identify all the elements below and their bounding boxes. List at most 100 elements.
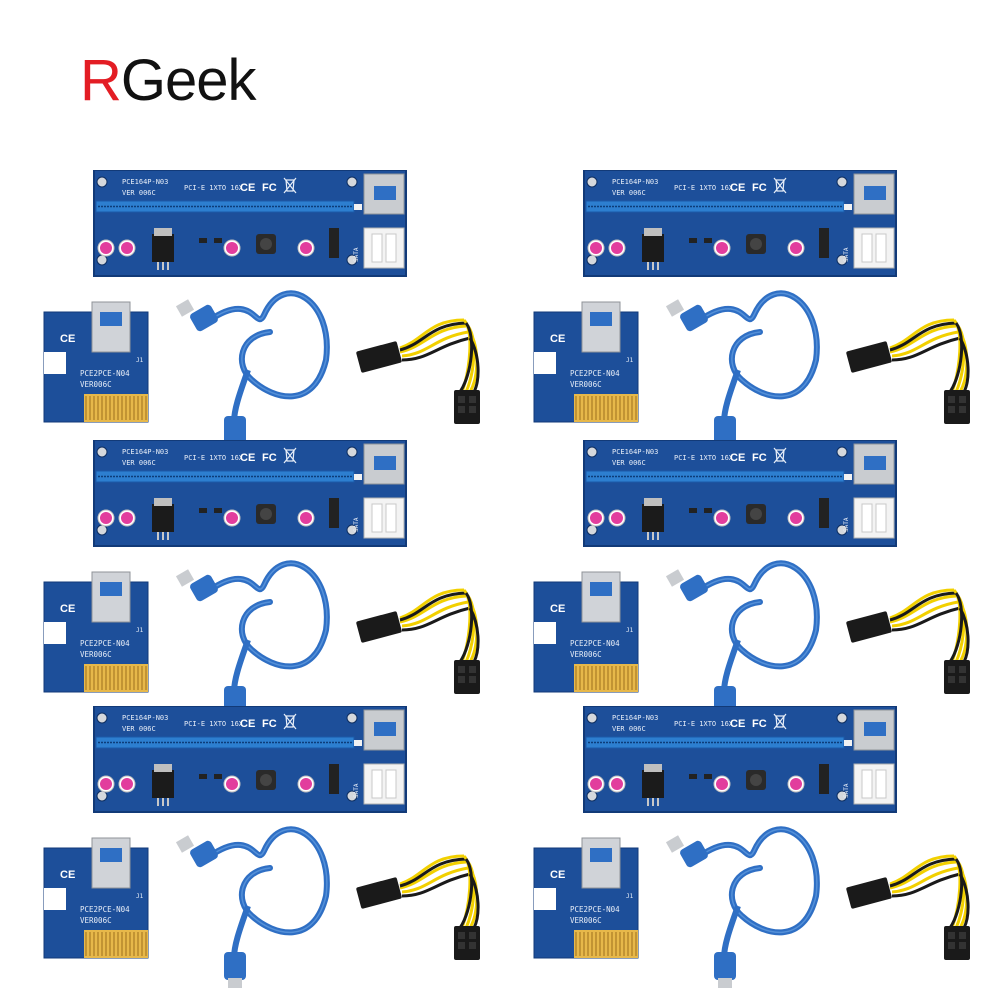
sata-power-plug: [846, 877, 892, 909]
sata-to-6pin-cable: [356, 588, 480, 694]
sata-to-6pin-cable: [356, 318, 480, 424]
pcie-6pin-plug: [454, 660, 480, 694]
board-version-label: VER 006C: [612, 189, 646, 197]
riser-kit-illustration: PCE164P-N03 VER 006C PCI-E 1XTO 16X CE F…: [43, 440, 480, 722]
adapter-j-label: J1: [136, 357, 144, 364]
usb-plug-a: [190, 840, 218, 868]
voltage-regulator: [152, 770, 174, 798]
gold-finger-contacts: [84, 664, 148, 692]
adapter-version-label: VER006C: [80, 380, 112, 389]
capacitor-group: [97, 239, 315, 257]
usb-plug-a: [680, 840, 708, 868]
sata-to-6pin-cable: [356, 854, 480, 960]
riser-kit-5: PCE164P-N03 VER 006C PCI-E 1XTO 16X CE F…: [34, 706, 514, 990]
adapter-model-label: PCE2PCE-N04: [570, 369, 620, 378]
adapter-model-label: PCE2PCE-N04: [80, 905, 130, 914]
riser-kit-illustration: PCE164P-N03 VER 006C PCI-E 1XTO 16X CE F…: [533, 706, 970, 988]
pcie-x1-adapter: CE J1 PCE2PCE-N04 VER006C: [533, 301, 639, 423]
adapter-version-label: VER006C: [570, 650, 602, 659]
pcie-6pin-plug: [944, 926, 970, 960]
board-model-label: PCE164P-N03: [122, 448, 168, 456]
riser-board: PCE164P-N03 VER 006C PCI-E 1XTO 16X CE F…: [583, 706, 897, 813]
brand-logo-rest: Geek: [120, 48, 257, 113]
riser-kit-6: PCE164P-N03 VER 006C PCI-E 1XTO 16X CE F…: [524, 706, 1000, 990]
board-slot-label: PCI-E 1XTO 16X: [184, 184, 244, 192]
adapter-j-label: J1: [626, 627, 634, 634]
pcie-x1-adapter: CE J1 PCE2PCE-N04 VER006C: [533, 837, 639, 959]
board-side-label: SATA: [843, 517, 850, 532]
pcie-6pin-plug: [454, 390, 480, 424]
board-fcc-mark: FC: [752, 182, 767, 194]
sata-power-plug: [846, 341, 892, 373]
riser-kit-2: PCE164P-N03 VER 006C PCI-E 1XTO 16X CE F…: [524, 170, 1000, 454]
usb3-cable: [175, 560, 330, 722]
board-version-label: VER 006C: [122, 459, 156, 467]
usb-plug-b: [224, 952, 246, 980]
board-slot-label: PCI-E 1XTO 16X: [674, 184, 734, 192]
board-side-label: SATA: [843, 247, 850, 262]
adapter-usb-port: [91, 571, 131, 623]
adapter-model-label: PCE2PCE-N04: [570, 905, 620, 914]
sata-power-plug: [356, 877, 402, 909]
molex-power-connector: [853, 763, 895, 805]
usb-plug-b: [224, 416, 246, 444]
board-ce-mark: CE: [730, 182, 745, 194]
riser-board: PCE164P-N03 VER 006C PCI-E 1XTO 16X CE F…: [93, 440, 407, 547]
pcie-x1-adapter: CE J1 PCE2PCE-N04 VER006C: [43, 837, 149, 959]
usb-plug-a: [680, 304, 708, 332]
board-ce-mark: CE: [730, 718, 745, 730]
voltage-regulator: [642, 770, 664, 798]
adapter-model-label: PCE2PCE-N04: [80, 639, 130, 648]
molex-power-connector: [853, 227, 895, 269]
board-slot-label: PCI-E 1XTO 16X: [674, 454, 734, 462]
gold-finger-contacts: [574, 930, 638, 958]
riser-kit-illustration: PCE164P-N03 VER 006C PCI-E 1XTO 16X CE F…: [43, 706, 480, 988]
usb-plug-a: [680, 574, 708, 602]
riser-board: PCE164P-N03 VER 006C PCI-E 1XTO 16X CE F…: [583, 170, 897, 277]
voltage-regulator: [642, 234, 664, 262]
adapter-ce-mark: CE: [550, 869, 565, 881]
usb3-cable: [665, 826, 820, 988]
pcie-6pin-plug: [944, 660, 970, 694]
adapter-j-label: J1: [136, 627, 144, 634]
adapter-usb-port: [581, 837, 621, 889]
board-fcc-mark: FC: [262, 452, 277, 464]
adapter-ce-mark: CE: [550, 603, 565, 615]
pcie-x1-adapter: CE J1 PCE2PCE-N04 VER006C: [43, 301, 149, 423]
board-version-label: VER 006C: [122, 189, 156, 197]
riser-kit-4: PCE164P-N03 VER 006C PCI-E 1XTO 16X CE F…: [524, 440, 1000, 724]
usb-plug-b: [714, 416, 736, 444]
board-slot-label: PCI-E 1XTO 16X: [184, 720, 244, 728]
board-model-label: PCE164P-N03: [122, 714, 168, 722]
pcie-6pin-plug: [454, 926, 480, 960]
riser-kit-illustration: PCE164P-N03 VER 006C PCI-E 1XTO 16X CE F…: [533, 170, 970, 452]
weee-bin-icon: [773, 713, 787, 730]
adapter-usb-port: [581, 571, 621, 623]
voltage-regulator: [152, 234, 174, 262]
board-side-label: SATA: [353, 247, 360, 262]
adapter-j-label: J1: [626, 893, 634, 900]
capacitor-group: [587, 509, 805, 527]
sata-to-6pin-cable: [846, 588, 970, 694]
usb3-cable: [665, 560, 820, 722]
riser-kit-illustration: PCE164P-N03 VER 006C PCI-E 1XTO 16X CE F…: [533, 440, 970, 722]
board-version-label: VER 006C: [612, 725, 646, 733]
board-model-label: PCE164P-N03: [612, 714, 658, 722]
sata-to-6pin-cable: [846, 318, 970, 424]
voltage-regulator: [642, 504, 664, 532]
riser-board: PCE164P-N03 VER 006C PCI-E 1XTO 16X CE F…: [93, 706, 407, 813]
weee-bin-icon: [283, 177, 297, 194]
molex-power-connector: [853, 497, 895, 539]
board-slot-label: PCI-E 1XTO 16X: [184, 454, 244, 462]
sata-power-plug: [356, 611, 402, 643]
usb-plug-a: [190, 304, 218, 332]
gold-finger-contacts: [84, 394, 148, 422]
board-side-label: SATA: [843, 783, 850, 798]
usb-plug-b: [714, 952, 736, 980]
gold-finger-contacts: [574, 394, 638, 422]
riser-board: PCE164P-N03 VER 006C PCI-E 1XTO 16X CE F…: [93, 170, 407, 277]
molex-power-connector: [363, 497, 405, 539]
adapter-version-label: VER006C: [80, 916, 112, 925]
brand-logo-prefix: R: [80, 48, 122, 113]
usb3-cable: [665, 290, 820, 452]
